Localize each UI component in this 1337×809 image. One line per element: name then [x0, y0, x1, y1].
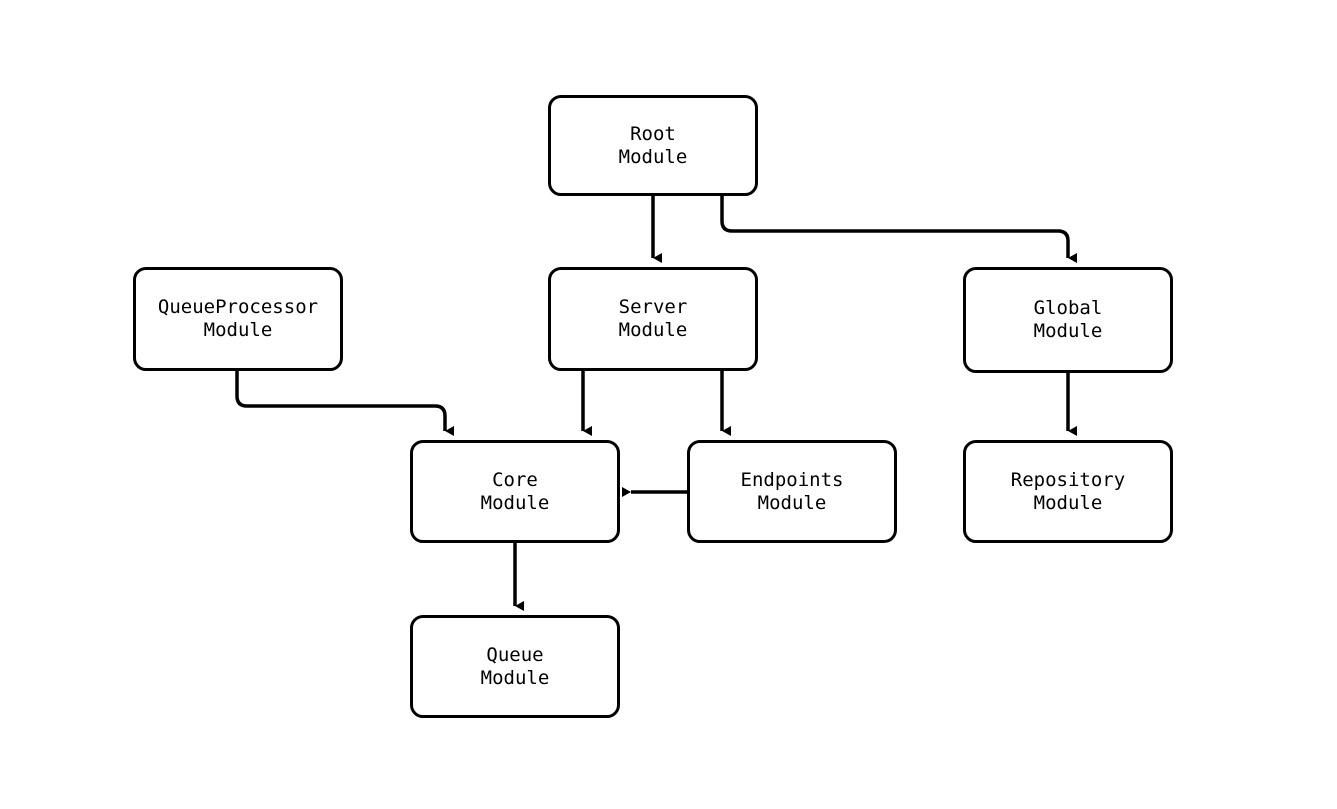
node-endpoints-label: Endpoints Module — [740, 468, 844, 514]
node-core[interactable]: Core Module — [410, 440, 620, 543]
edge-root-to-global — [720, 196, 1077, 263]
edge-queueprocessor-to-core — [235, 371, 454, 436]
node-repository[interactable]: Repository Module — [963, 440, 1173, 543]
node-queueprocessor[interactable]: QueueProcessor Module — [133, 267, 343, 371]
node-global-label: Global Module — [1033, 297, 1103, 342]
node-endpoints[interactable]: Endpoints Module — [687, 440, 897, 543]
edge-group — [235, 196, 1077, 611]
node-root[interactable]: Root Module — [548, 95, 758, 196]
node-queue-label: Queue Module — [480, 643, 550, 689]
node-global[interactable]: Global Module — [963, 267, 1173, 373]
node-server-label: Server Module — [618, 296, 688, 341]
node-core-label: Core Module — [480, 468, 550, 514]
node-repository-label: Repository Module — [1010, 468, 1126, 514]
node-queue[interactable]: Queue Module — [410, 615, 620, 718]
node-queueprocessor-label: QueueProcessor Module — [157, 296, 319, 341]
node-server[interactable]: Server Module — [548, 267, 758, 371]
node-root-label: Root Module — [618, 122, 688, 168]
